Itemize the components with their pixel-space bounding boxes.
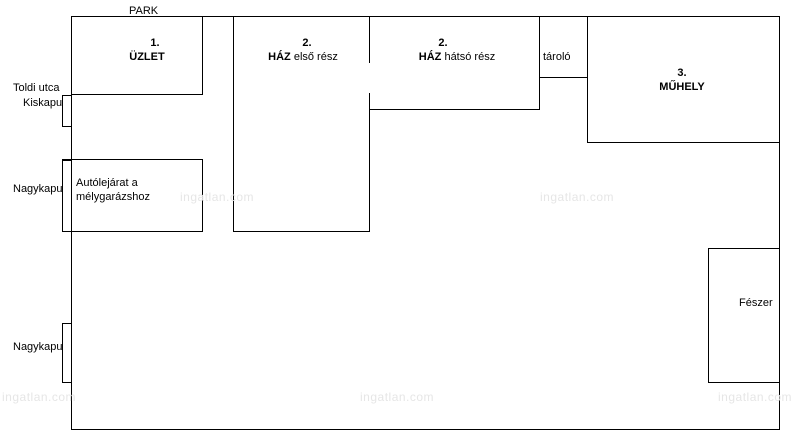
- small-gate-label: Kiskapu: [23, 97, 63, 109]
- watermark: ingatlan.com: [2, 390, 77, 404]
- house-back-suffix: hátsó rész: [441, 51, 496, 63]
- workshop-room: [587, 16, 780, 143]
- house-wall-opening: [368, 63, 371, 93]
- shop-number: 1.: [150, 37, 160, 49]
- shop-name: ÜZLET: [129, 51, 165, 63]
- house-back-number: 2.: [438, 37, 448, 49]
- street-label: Toldi utca: [13, 82, 60, 94]
- large-gate-2: [62, 323, 72, 383]
- ramp-line-1: Autólejárat a: [76, 177, 138, 189]
- park-label: PARK: [129, 5, 159, 17]
- house-front-suffix: első rész: [290, 51, 338, 63]
- watermark: ingatlan.com: [718, 390, 793, 404]
- watermark: ingatlan.com: [540, 190, 615, 204]
- watermark: ingatlan.com: [360, 390, 435, 404]
- house-front-number: 2.: [302, 37, 312, 49]
- ramp-line-2: mélygarázshoz: [76, 191, 150, 203]
- large-gate-2-label: Nagykapu: [13, 341, 63, 353]
- large-gate-1-label: Nagykapu: [13, 183, 63, 195]
- house-front-title: HÁZ: [268, 51, 291, 63]
- watermark: ingatlan.com: [180, 190, 255, 204]
- house-front-room: [233, 16, 370, 232]
- house-front-name: HÁZ első rész: [248, 50, 358, 64]
- house-back-name: HÁZ hátsó rész: [397, 50, 517, 64]
- shop-room: [71, 16, 203, 95]
- workshop-name: MŰHELY: [659, 81, 705, 93]
- shed-label: Fészer: [739, 297, 773, 309]
- storage-label: tároló: [543, 51, 571, 63]
- workshop-number: 3.: [677, 67, 687, 79]
- ramp-area: [62, 159, 203, 232]
- shed-room: [708, 248, 780, 383]
- house-back-title: HÁZ: [418, 51, 442, 63]
- small-gate: [62, 95, 72, 127]
- storage-room: [539, 16, 588, 78]
